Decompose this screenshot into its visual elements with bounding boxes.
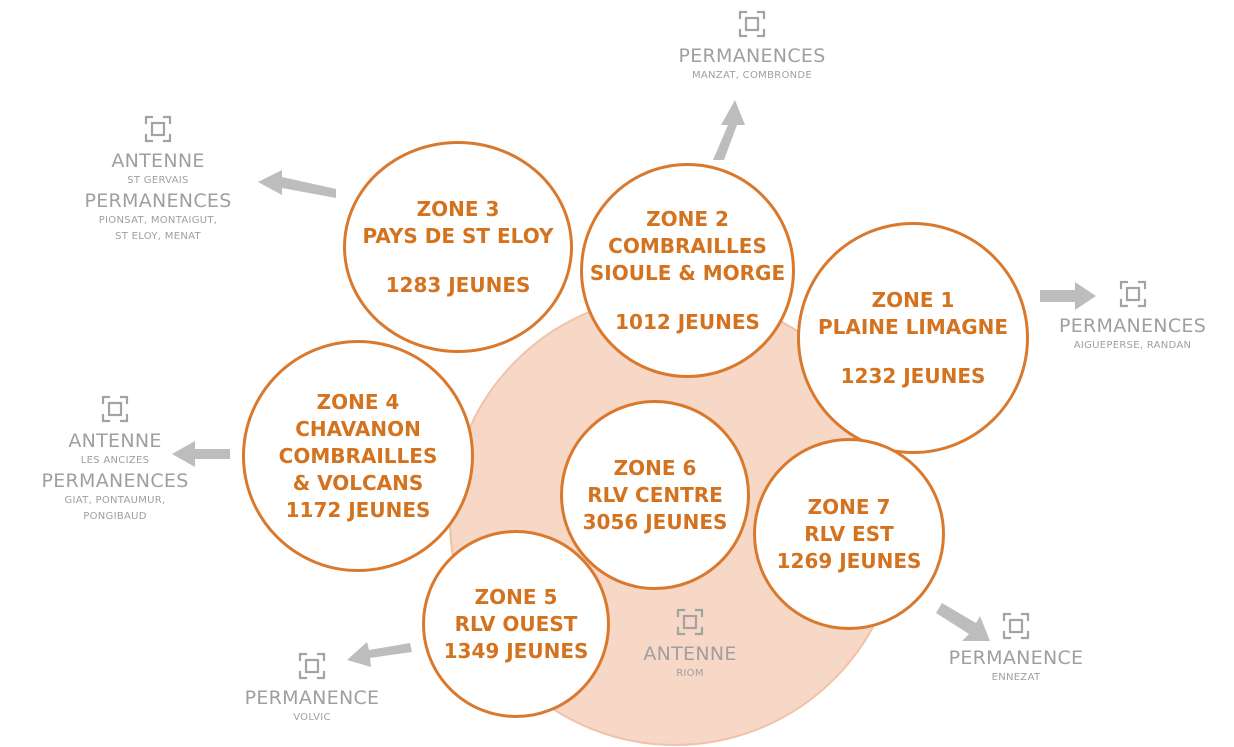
fullscreen-icon	[676, 608, 704, 636]
zone-2-title: ZONE 2	[646, 206, 729, 231]
antenne-label: ANTENNE	[68, 430, 162, 452]
zone-4-circle: ZONE 4 CHAVANON COMBRAILLES & VOLCANS 11…	[242, 340, 474, 572]
zone-5-title: ZONE 5	[474, 584, 558, 609]
permanences-places-1: PIONSAT, MONTAIGUT,	[98, 215, 218, 226]
zone-7-count: 1269 JEUNES	[776, 548, 922, 573]
fullscreen-icon	[101, 395, 129, 423]
permanence-place: VOLVIC	[293, 712, 331, 723]
zone-4-count: 1172 JEUNES	[285, 497, 431, 522]
permanences-places: MANZAT, COMBRONDE	[691, 70, 813, 81]
zone-1-title: ZONE 1	[871, 287, 955, 312]
permanences-places-2: ST ELOY, MENAT	[115, 231, 201, 242]
permanence-label: PERMANENCE	[948, 647, 1084, 669]
zone-1-circle: ZONE 1 PLAINE LIMAGNE 1232 JEUNES	[797, 222, 1029, 454]
zone-5-name: RLV OUEST	[454, 611, 578, 636]
zone-7-title: ZONE 7	[807, 494, 891, 519]
permanence-label: PERMANENCE	[244, 687, 380, 709]
zone-7-name: RLV EST	[804, 521, 894, 546]
permanence-place: ENNEZAT	[991, 672, 1041, 683]
zone-1-name: PLAINE LIMAGNE	[817, 314, 1009, 339]
arrow-zone1-right	[1040, 282, 1096, 310]
zone-4-title: ZONE 4	[316, 389, 400, 414]
permanences-label: PERMANENCES	[84, 190, 232, 212]
zone-6-title: ZONE 6	[613, 455, 697, 480]
zone-4-name-2: COMBRAILLES	[278, 443, 438, 468]
permanences-places: AIGUEPERSE, RANDAN	[1073, 340, 1192, 351]
fullscreen-icon	[144, 115, 172, 143]
zone-6-circle: ZONE 6 RLV CENTRE 3056 JEUNES	[560, 400, 750, 590]
zone-5-circle: ZONE 5 RLV OUEST 1349 JEUNES	[422, 530, 610, 718]
office-zone2: PERMANENCES MANZAT, COMBRONDE	[652, 10, 852, 84]
zone-2-name-1: COMBRAILLES	[608, 233, 767, 258]
zone-4-name-3: & VOLCANS	[292, 470, 424, 495]
zone-6-name: RLV CENTRE	[587, 482, 723, 507]
antenne-label: ANTENNE	[111, 150, 205, 172]
zone-3-circle: ZONE 3 PAYS DE ST ELOY 1283 JEUNES	[343, 141, 573, 353]
office-zone1: PERMANENCES AIGUEPERSE, RANDAN	[1035, 280, 1230, 354]
zone-2-name-2: SIOULE & MORGE	[589, 260, 786, 285]
antenne-place: RIOM	[676, 668, 704, 679]
permanences-places-2: PONGIBAUD	[83, 511, 147, 522]
zone-3-count: 1283 JEUNES	[385, 272, 531, 297]
arrow-zone3-left	[258, 170, 336, 198]
office-zone4: ANTENNE LES ANCIZES PERMANENCES GIAT, PO…	[20, 395, 210, 525]
zone-2-count: 1012 JEUNES	[615, 309, 760, 334]
zone-6-count: 3056 JEUNES	[582, 509, 728, 534]
antenne-label: ANTENNE	[643, 643, 737, 665]
zone-7-circle: ZONE 7 RLV EST 1269 JEUNES	[753, 438, 945, 630]
office-zone7: PERMANENCE ENNEZAT	[926, 612, 1106, 686]
zone-4-name-1: CHAVANON	[295, 416, 421, 441]
zone-5-count: 1349 JEUNES	[443, 638, 589, 663]
zone-1-count: 1232 JEUNES	[840, 363, 986, 388]
arrow-zone5-left	[347, 642, 412, 667]
fullscreen-icon	[1119, 280, 1146, 308]
office-zone5: PERMANENCE VOLVIC	[222, 652, 402, 726]
fullscreen-icon	[1002, 612, 1030, 640]
permanences-places-1: GIAT, PONTAUMUR,	[64, 495, 166, 506]
antenne-place: LES ANCIZES	[80, 455, 150, 466]
antenne-place: ST GERVAIS	[127, 175, 189, 186]
permanences-label: PERMANENCES	[1058, 315, 1207, 337]
fullscreen-icon	[298, 652, 326, 680]
arrow-zone2-up	[713, 100, 745, 160]
arrow-zone4-left	[172, 441, 230, 467]
fullscreen-icon	[738, 10, 766, 38]
arrow-zone7-down	[936, 603, 990, 641]
zone-2-circle: ZONE 2 COMBRAILLES SIOULE & MORGE 1012 J…	[580, 163, 795, 378]
zone-3-name: PAYS DE ST ELOY	[362, 223, 554, 248]
office-zone6: ANTENNE RIOM	[625, 608, 755, 682]
permanences-label: PERMANENCES	[678, 45, 826, 67]
permanences-label: PERMANENCES	[41, 470, 189, 492]
zone-3-title: ZONE 3	[416, 196, 500, 221]
office-zone3: ANTENNE ST GERVAIS PERMANENCES PIONSAT, …	[68, 115, 248, 245]
